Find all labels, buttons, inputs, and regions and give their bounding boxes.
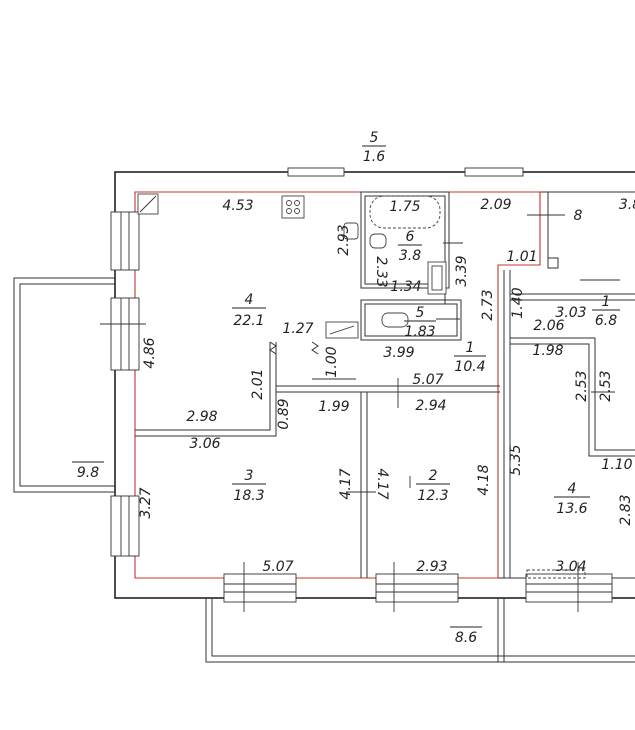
room-label-1-right: 1 6.8: [592, 294, 620, 329]
dim-label: 3.99: [383, 345, 414, 361]
room-number: 4: [245, 292, 254, 308]
dim-label: 1.27: [282, 321, 313, 337]
room-label-6: 6 3.8: [398, 229, 422, 264]
dim-label: 3.27: [138, 487, 154, 518]
room-area: 18.3: [233, 488, 264, 504]
dim-label: 3.03: [555, 305, 586, 321]
dim-label: 1.98: [532, 343, 563, 359]
dim-label: 4.17: [338, 468, 354, 499]
dim-label: 2.93: [416, 559, 447, 575]
room-number: 6: [406, 229, 415, 245]
dim-label: 3.8: [619, 197, 635, 213]
room-area: 1.83: [404, 324, 435, 340]
room-area: 10.4: [454, 359, 485, 375]
dim-label: 2.01: [250, 368, 266, 399]
balcony-left-label: 9.8: [72, 461, 104, 481]
room-number: 1: [466, 340, 475, 356]
fixtures: [137, 193, 586, 579]
room-area: 1.6: [363, 149, 385, 165]
room-number: 4: [568, 481, 577, 497]
room-area: 12.3: [417, 488, 448, 504]
room-labels: 5 1.6 4 22.1 6 3.8 5 1.83 1 10.4 3 18.3: [72, 130, 620, 646]
dim-label: 3.04: [555, 559, 586, 575]
room-label-2: 2 12.3: [416, 468, 450, 504]
room-area: 3.8: [399, 248, 421, 264]
dim-label: 2.73: [480, 289, 496, 320]
dim-label: 4.53: [222, 198, 253, 214]
room-area: 22.1: [233, 313, 264, 329]
dim-label: 5.07: [412, 372, 443, 388]
dim-label: 1.01: [506, 249, 537, 265]
room-label-4-large: 4 22.1: [232, 292, 266, 329]
dim-label: 2.53: [574, 370, 590, 401]
windows: [110, 167, 613, 603]
room-label-3: 3 18.3: [232, 468, 266, 504]
room-number: 1: [602, 294, 611, 310]
room-label-4-right: 4 13.6: [554, 481, 590, 517]
dim-label: 5.07: [262, 559, 293, 575]
room-number: 3: [245, 468, 254, 484]
dim-label: 2.93: [336, 224, 352, 255]
balcony-area: 8.6: [455, 630, 477, 646]
dim-label: 1.99: [318, 399, 349, 415]
dimension-ticks: [100, 214, 620, 612]
dim-label: 5.35: [508, 444, 524, 475]
room-area: 6.8: [595, 313, 617, 329]
dim-label: 1.40: [510, 287, 526, 318]
balcony-bottom-label: 8.6: [450, 626, 482, 646]
dim-label: 2.06: [533, 318, 564, 334]
dim-label: 1.10: [601, 457, 632, 473]
dim-label: 3.06: [189, 436, 220, 452]
interior-walls: [135, 191, 635, 578]
balcony-area: 9.8: [77, 465, 99, 481]
dim-label: 2.83: [618, 494, 634, 525]
dim-label: 2.94: [415, 398, 446, 414]
dim-label: 4.17: [374, 468, 390, 499]
dim-label: 2.53: [598, 370, 614, 401]
dim-label: 2.09: [480, 197, 511, 213]
dim-label: 4.86: [142, 337, 158, 368]
room-area: 13.6: [556, 501, 587, 517]
balcony-left: [13, 277, 115, 493]
dim-label: 3.39: [454, 255, 470, 286]
room-label-5: 5 1.83: [404, 305, 436, 340]
room-number: 2: [429, 468, 438, 484]
dim-label: 8: [574, 208, 583, 224]
room-label-1-hall: 1 10.4: [454, 340, 486, 375]
room-number: 5: [416, 305, 425, 321]
dim-label: 1.00: [324, 346, 340, 377]
dim-label: 4.18: [476, 464, 492, 495]
dim-label: 2.98: [186, 409, 217, 425]
apartment-boundary: [134, 191, 541, 579]
dim-label: 0.89: [276, 398, 292, 429]
dim-label: 1.75: [389, 199, 420, 215]
dimension-labels: 4.53 1.75 2.09 8 3.8 1.34 1.01 3.03 2.06…: [186, 197, 635, 575]
room-label-top: 5 1.6: [362, 130, 386, 165]
dimension-labels-vertical: 2.93 2.33 3.39 2.73 1.40 4.86 1.00 2.01 …: [138, 224, 634, 525]
balcony-bottom: [205, 598, 635, 663]
dim-label: 1.34: [390, 279, 421, 295]
dim-label: 2.33: [373, 256, 389, 287]
room-number: 5: [370, 130, 379, 146]
